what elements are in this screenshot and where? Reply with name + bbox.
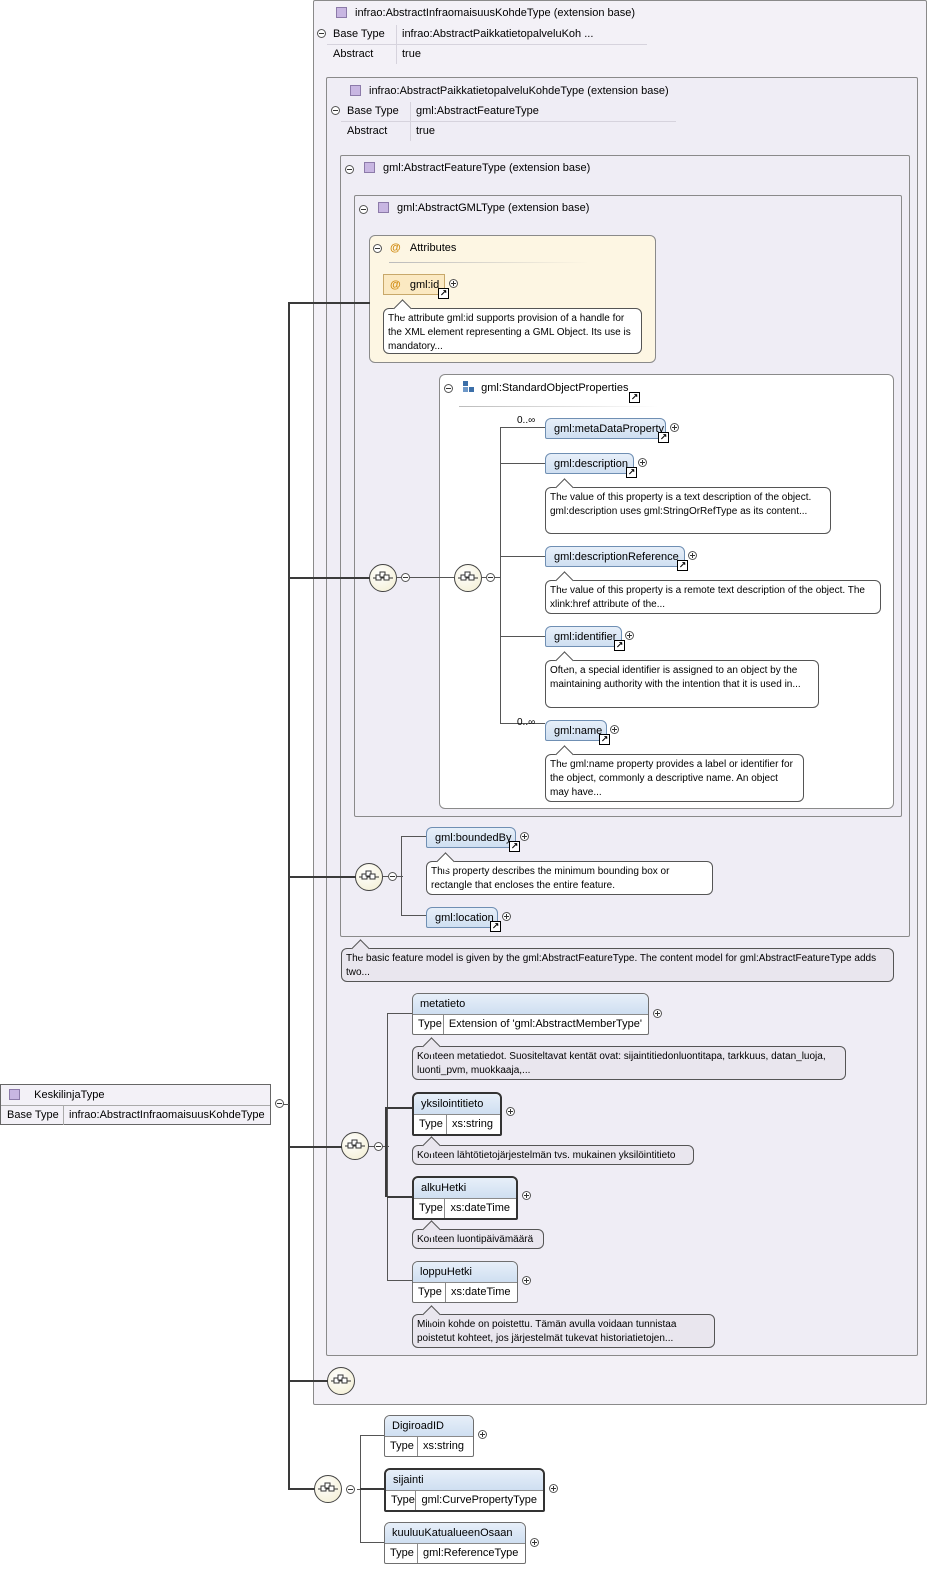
expand-icon[interactable] [502,912,511,921]
expand-icon[interactable] [449,279,458,288]
ext4-title: gml:AbstractGMLType (extension base) [378,202,589,214]
description-reference-note: The value of this property is a remote t… [545,571,881,614]
expand-icon[interactable] [522,1191,531,1200]
gml-id-note: The attribute gml:id supports provision … [383,299,642,354]
reference-arrow-icon[interactable]: ↗ [438,288,449,299]
collapse-icon[interactable] [346,1485,355,1494]
element-gml-description[interactable]: gml:description [545,453,634,474]
element-name: alkuHetki [414,1178,516,1199]
expand-icon[interactable] [610,725,619,734]
alkuhetki-note: Kohteen luontipäivämäärä [412,1220,544,1249]
sequence-compositor-icon[interactable] [355,863,383,891]
element-gml-metadataproperty[interactable]: gml:metaDataProperty [545,418,666,439]
element-name: metatieto [413,994,648,1015]
complex-type-icon [378,202,389,213]
reference-arrow-icon[interactable]: ↗ [629,392,640,403]
sequence-compositor-icon[interactable] [369,564,397,592]
cardinality-label: 0..∞ [517,717,536,728]
expand-icon[interactable] [638,458,647,467]
element-name: DigiroadID [385,1416,473,1437]
collapse-icon[interactable] [444,384,453,393]
attributes-divider [389,262,589,263]
collapse-icon[interactable] [388,872,397,881]
expand-icon[interactable] [688,551,697,560]
complex-type-icon [9,1089,20,1100]
group-title: gml:StandardObjectProperties [463,381,628,394]
element-gml-descriptionreference[interactable]: gml:descriptionReference [545,546,685,567]
complex-type-icon [336,7,347,18]
collapse-icon[interactable] [486,573,495,582]
sequence-compositor-icon[interactable] [327,1367,355,1395]
element-name: loppuHetki [413,1262,517,1283]
element-gml-boundedby[interactable]: gml:boundedBy [426,827,516,848]
group-icon [463,381,475,393]
expand-icon[interactable] [625,631,634,640]
element-name: sijainti [386,1470,543,1491]
expand-icon[interactable] [670,423,679,432]
reference-arrow-icon[interactable]: ↗ [490,921,501,932]
collapse-icon[interactable] [373,244,382,253]
yksilointitieto-note: Kohteen lähtötietojärjestelmän tvs. muka… [412,1136,694,1165]
expand-icon[interactable] [506,1107,515,1116]
sequence-compositor-icon[interactable] [314,1475,342,1503]
feature-type-note: The basic feature model is given by the … [341,939,894,982]
cardinality-label: 0..∞ [517,415,536,426]
complex-type-icon [364,162,375,173]
ext2-title: infrao:AbstractPaikkatietopalveluKohdeTy… [350,85,669,97]
expand-icon[interactable] [522,1276,531,1285]
expand-icon[interactable] [653,1009,662,1018]
ext1-title: infrao:AbstractInfraomaisuusKohdeType (e… [336,7,635,19]
collapse-icon[interactable] [275,1099,284,1108]
bounded-by-note: This property describes the minimum boun… [426,852,713,895]
attribute-icon: @ [390,242,401,254]
collapse-icon[interactable] [317,29,326,38]
reference-arrow-icon[interactable]: ↗ [614,640,625,651]
reference-arrow-icon[interactable]: ↗ [626,467,637,478]
sequence-compositor-icon[interactable] [341,1132,369,1160]
element-name: kuuluuKatualueenOsaan [385,1523,525,1544]
reference-arrow-icon[interactable]: ↗ [599,734,610,745]
complex-type-icon [350,85,361,96]
metatieto-note: Kohteen metatiedot. Suositeltavat kentät… [412,1037,846,1080]
reference-arrow-icon[interactable]: ↗ [677,560,688,571]
element-gml-identifier[interactable]: gml:identifier [545,626,622,647]
gml-id-attribute[interactable]: @ gml:id [383,274,445,295]
collapse-icon[interactable] [374,1142,383,1151]
collapse-icon[interactable] [345,165,354,174]
expand-icon[interactable] [549,1484,558,1493]
description-note: The value of this property is a text des… [545,478,831,534]
sequence-compositor-icon[interactable] [454,564,482,592]
identifier-note: Often, a special identifier is assigned … [545,651,819,708]
root-type-box[interactable]: KeskilinjaType Base Type infrao:Abstract… [0,1084,271,1125]
group-divider [459,406,659,407]
attribute-icon: @ [390,279,401,291]
root-type-name: KeskilinjaType [34,1089,105,1101]
element-gml-name[interactable]: gml:name [545,720,607,741]
expand-icon[interactable] [520,832,529,841]
base-type-key: Base Type [1,1106,64,1125]
expand-icon[interactable] [530,1538,539,1547]
ext3-title: gml:AbstractFeatureType (extension base) [364,162,590,174]
element-gml-location[interactable]: gml:location [426,907,498,928]
reference-arrow-icon[interactable]: ↗ [509,841,520,852]
name-note: The gml:name property provides a label o… [545,745,804,802]
collapse-icon[interactable] [359,205,368,214]
loppuhetki-note: Milloin kohde on poistettu. Tämän avulla… [412,1305,715,1348]
attributes-title: @ Attributes [390,242,457,254]
base-type-value: infrao:AbstractInfraomaisuusKohdeType [69,1109,265,1121]
expand-icon[interactable] [478,1430,487,1439]
reference-arrow-icon[interactable]: ↗ [658,432,669,443]
element-name: yksilointitieto [414,1094,500,1115]
collapse-icon[interactable] [401,573,410,582]
collapse-icon[interactable] [331,106,340,115]
